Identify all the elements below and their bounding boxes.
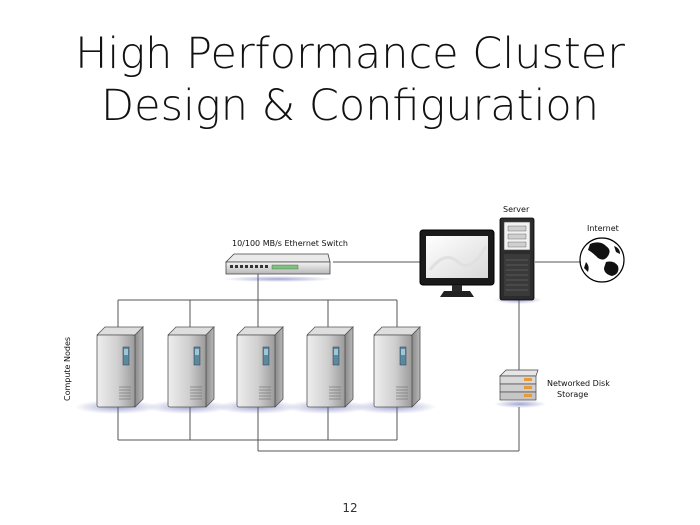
compute-node-5 [351,326,437,415]
internet-label: Internet [587,224,619,233]
switch-label: 10/100 MB/s Ethernet Switch [232,239,348,248]
storage-label-line-1: Networked Disk [547,379,610,388]
internet-globe [579,237,625,283]
compute-node-1 [74,326,160,415]
ethernet-switch [223,253,333,282]
compute-node-2 [145,326,231,415]
compute-node-4 [284,326,370,415]
slide-title: High Performance Cluster Design & Config… [0,28,700,132]
server-label: Server [503,205,530,214]
disk-storage [494,369,546,408]
server-tower [494,217,542,304]
title-line-2: Design & Configuration [101,81,599,131]
server-monitor [419,229,495,297]
title-line-1: High Performance Cluster [75,29,625,79]
network-links [117,261,580,452]
compute-nodes-label: Compute Nodes [63,337,72,401]
compute-node-3 [214,326,300,415]
storage-label-line-2: Storage [557,390,588,399]
page-number: 12 [342,501,358,515]
